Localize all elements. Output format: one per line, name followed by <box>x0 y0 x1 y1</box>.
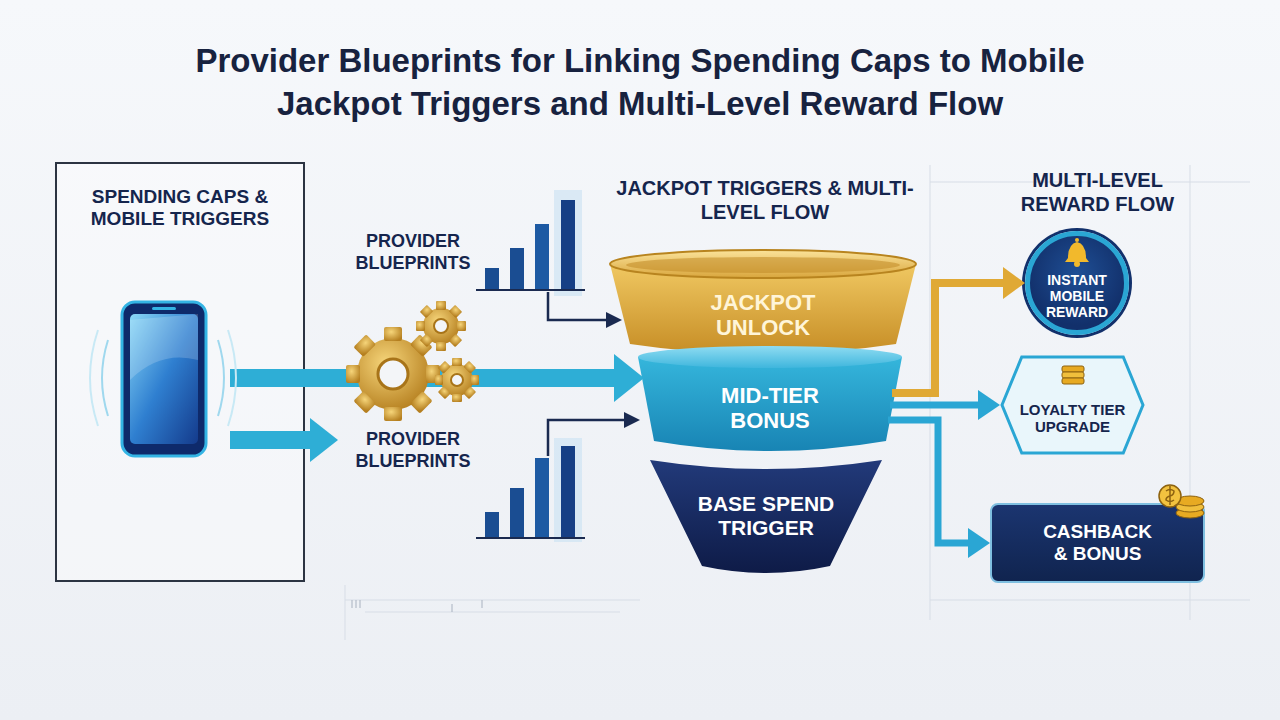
arrow-head <box>968 528 990 558</box>
funnel-band: BASE SPEND TRIGGER <box>648 448 884 578</box>
free-label: MULTI-LEVEL REWARD FLOW <box>995 168 1200 216</box>
free-label: JACKPOT TRIGGERS & MULTI-LEVEL FLOW <box>615 176 915 224</box>
connector-line <box>305 369 619 387</box>
node-label: LOYALTY TIER UPGRADE <box>1010 401 1135 436</box>
node-label: CASHBACK & BONUS <box>1035 521 1160 565</box>
diagram-title: Provider Blueprints for Linking Spending… <box>0 40 1280 126</box>
band-body <box>638 357 902 451</box>
band-rim <box>610 250 916 278</box>
funnel-band: JACKPOT UNLOCK <box>608 248 918 358</box>
bar-chart-top <box>476 190 622 328</box>
reward-box: CASHBACK & BONUS <box>990 503 1205 583</box>
connector-arrow <box>892 267 1025 393</box>
reward-hexagon: LOYALTY TIER UPGRADE <box>1000 355 1145 455</box>
node-label: BASE SPEND TRIGGER <box>681 492 851 540</box>
scale-marks <box>352 600 482 612</box>
gear-cluster <box>346 301 479 421</box>
bar-chart-bottom <box>476 412 640 542</box>
title-text: Provider Blueprints for Linking Spending… <box>160 40 1120 126</box>
band-rim <box>638 346 902 368</box>
reward-circle: INSTANT MOBILE REWARD <box>1025 231 1129 335</box>
funnel-band: MID-TIER BONUS <box>636 345 904 457</box>
free-label: PROVIDER BLUEPRINTS <box>338 429 488 472</box>
band-body <box>650 460 882 573</box>
node-label: JACKPOT UNLOCK <box>683 290 843 341</box>
connector-line <box>890 402 981 409</box>
connector-line <box>888 420 971 543</box>
node-label: SPENDING CAPS & MOBILE TRIGGERS <box>65 186 295 230</box>
connector-arrow <box>888 420 990 558</box>
container-box: SPENDING CAPS & MOBILE TRIGGERS <box>55 162 305 582</box>
connector-line <box>892 283 1006 393</box>
band-rim-inner <box>626 257 900 273</box>
arrow-head <box>978 390 1000 420</box>
connector-arrow <box>890 390 1000 420</box>
connector-arrow <box>305 354 644 402</box>
hexagon-outline <box>1002 357 1143 453</box>
arrow-head <box>1003 267 1025 299</box>
grid-lines <box>345 165 1250 640</box>
node-label: INSTANT MOBILE REWARD <box>1035 272 1119 320</box>
free-label: PROVIDER BLUEPRINTS <box>338 231 488 274</box>
node-label: MID-TIER BONUS <box>690 383 850 434</box>
